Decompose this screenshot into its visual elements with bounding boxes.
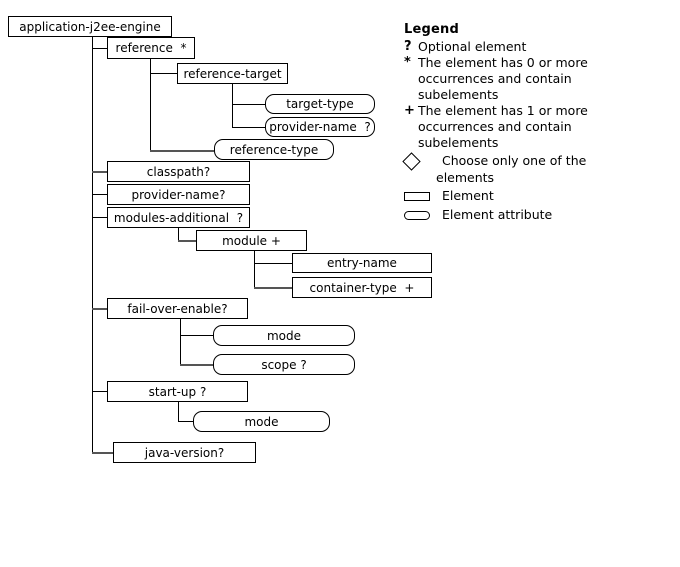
node-start-up[interactable]: start-up ? [107,381,248,402]
connector-modules-additional-spine [178,228,179,241]
legend-text-element: Element [442,188,494,203]
node-container-type[interactable]: container-type + [292,277,432,298]
node-reference-type[interactable]: reference-type [214,139,334,160]
connector-to-modules-additional [92,217,107,218]
rectangle-icon [404,191,436,201]
connector-to-fail-scope [180,364,213,366]
connector-to-container-type [254,287,292,289]
node-provider-name-attribute[interactable]: provider-name ? [265,117,375,137]
legend-text-plus: The element has 1 or more [418,103,588,118]
node-reference[interactable]: reference * [107,37,195,59]
node-classpath[interactable]: classpath? [107,161,250,182]
node-target-type[interactable]: target-type [265,94,375,114]
legend-row-optional: ? Optional element [404,39,674,55]
legend-text-asterisk: The element has 0 or more [418,55,588,70]
legend-marker-question: ? [404,39,412,54]
node-fail-over-enable[interactable]: fail-over-enable? [107,298,248,319]
legend-row-element-attribute: Element attribute [404,206,674,224]
node-provider-name[interactable]: provider-name? [107,184,250,205]
connector-to-entry-name [254,263,292,264]
connector-to-target-type [232,104,265,105]
connector-to-classpath [92,171,107,173]
connector-to-start-up [92,391,107,392]
node-fail-over-mode[interactable]: mode [213,325,355,346]
node-modules-additional[interactable]: modules-additional ? [107,207,250,228]
legend-marker-plus: + [404,103,415,118]
legend-row-plus: + The element has 1 or more [404,103,674,119]
legend-text-optional: Optional element [418,39,527,54]
connector-to-java-version [92,452,113,454]
legend-text-asterisk-line2: occurrences and contain [418,71,572,86]
node-start-up-mode[interactable]: mode [193,411,330,432]
legend-row-element: Element [404,187,674,205]
legend-marker-asterisk: * [404,55,411,70]
node-module[interactable]: module + [196,230,307,251]
legend-text-choice-line2: elements [436,170,495,185]
connector-to-reference [92,48,107,49]
connector-to-start-up-mode [178,421,193,422]
legend-text-choice: Choose only one of the [442,153,587,168]
legend-text-plus-line2: occurrences and contain [418,119,572,134]
legend-text-asterisk-line3: subelements [418,87,499,102]
connector-to-provider-name [92,194,107,195]
legend-text-plus-line3: subelements [418,135,499,150]
connector-reference-target-spine [232,84,233,127]
node-entry-name[interactable]: entry-name [292,253,432,273]
connector-start-up-spine [178,402,179,422]
connector-root-spine [92,36,93,453]
connector-to-reference-target [150,73,177,74]
connector-reference-spine [150,59,151,151]
diamond-icon [402,151,436,171]
connector-to-provider-name-attr [232,127,265,128]
connector-to-reference-type [150,150,214,152]
legend-row-asterisk: * The element has 0 or more [404,55,674,71]
legend-row-choice: Choose only one of the [402,151,674,171]
connector-to-module [178,240,196,242]
connector-to-fail-over-enable [92,308,107,310]
node-reference-target[interactable]: reference-target [177,63,288,84]
rounded-rectangle-icon [404,210,436,220]
node-java-version[interactable]: java-version? [113,442,256,463]
node-fail-over-scope[interactable]: scope ? [213,354,355,375]
legend: Legend ? Optional element * The element … [402,22,674,224]
legend-text-element-attribute: Element attribute [442,207,553,222]
legend-title: Legend [404,22,459,37]
connector-to-fail-mode [180,335,213,336]
connector-fail-over-spine [180,319,181,365]
connector-module-spine [254,251,255,288]
node-application-j2ee-engine[interactable]: application-j2ee-engine [8,16,172,37]
